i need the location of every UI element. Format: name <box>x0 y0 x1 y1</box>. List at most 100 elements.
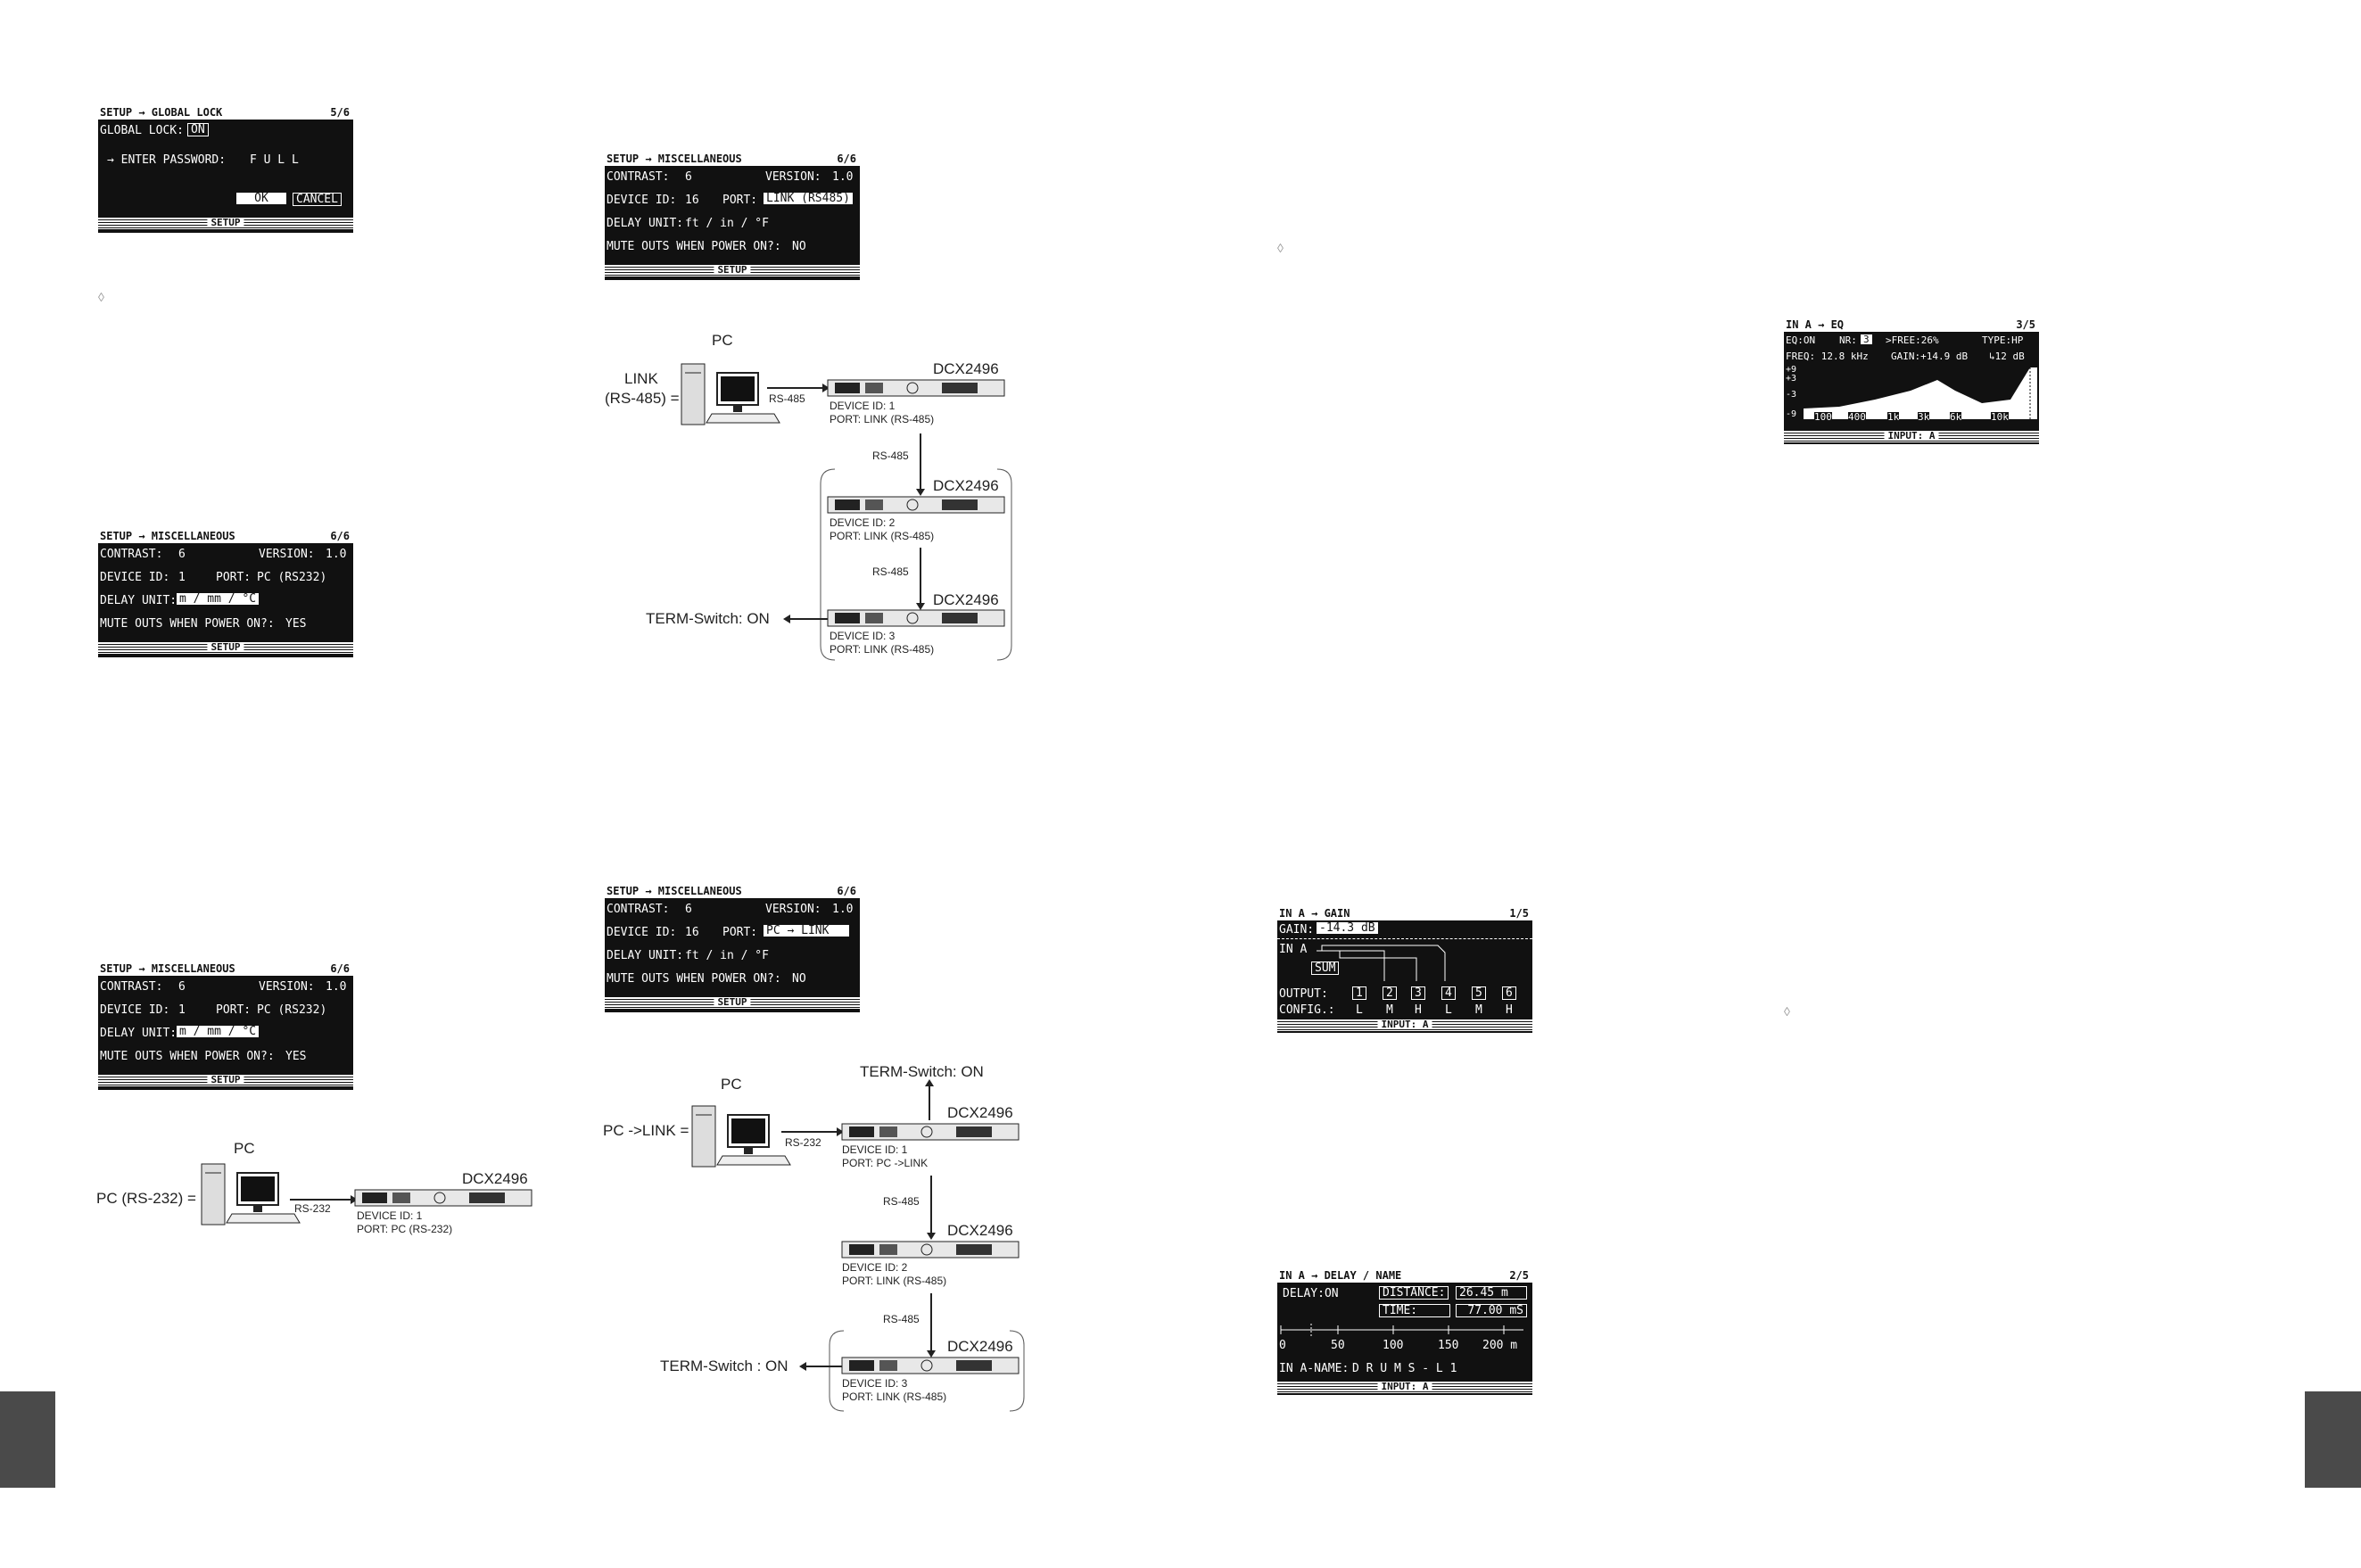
lcd-footer: INPUT: A <box>1277 1019 1532 1031</box>
nr-value[interactable]: 3 <box>1861 334 1872 344</box>
password-label: → ENTER PASSWORD: <box>107 153 227 167</box>
device-id-3: DEVICE ID: 3 <box>830 630 896 642</box>
contrast-value[interactable]: 6 <box>178 980 186 994</box>
gain-screen: IN A → GAIN 1/5 GAIN: -14.3 dB IN A SUM … <box>1277 906 1532 1033</box>
device-id-label: DEVICE ID: <box>100 1003 170 1017</box>
output-1[interactable]: 1 <box>1352 986 1366 1000</box>
eq-curve <box>1804 364 2037 419</box>
port-label: PORT: <box>722 926 758 939</box>
misc-pc-screen-2: SETUP → MISCELLANEOUS 6/6 CONTRAST: 6 VE… <box>98 961 353 1090</box>
version-label: VERSION: <box>259 980 315 994</box>
footer-label: INPUT: A <box>1377 1382 1432 1391</box>
port-value[interactable]: PC (RS232) <box>257 1003 327 1017</box>
freq-tick: 100 <box>1814 411 1832 423</box>
output-2[interactable]: 2 <box>1383 986 1397 1000</box>
device-id: DEVICE ID: 1 <box>357 1209 423 1222</box>
distance-label: DISTANCE: <box>1379 1286 1449 1300</box>
device-id-value[interactable]: 16 <box>685 194 699 207</box>
delay-unit-value[interactable]: m / mm / °C <box>177 1026 260 1037</box>
lcd-page: 5/6 <box>330 106 350 119</box>
term-arrow <box>799 1362 842 1371</box>
mute-value[interactable]: YES <box>285 1050 307 1063</box>
lcd-page: 6/6 <box>330 962 350 975</box>
config-1: L <box>1356 1003 1363 1017</box>
delay-unit-value[interactable]: m / mm / °C <box>177 593 260 605</box>
device-id-value[interactable]: 1 <box>178 1003 186 1017</box>
device-id-value[interactable]: 16 <box>685 926 699 939</box>
device-port: PORT: PC (RS-232) <box>357 1223 453 1235</box>
device-id-3: DEVICE ID: 3 <box>842 1377 908 1390</box>
mute-value[interactable]: NO <box>792 240 806 253</box>
ok-button[interactable]: OK <box>236 193 286 204</box>
name-value[interactable]: D R U M S - L 1 <box>1352 1362 1457 1375</box>
device-name-2: DCX2496 <box>933 477 999 494</box>
mute-value[interactable]: NO <box>792 972 806 986</box>
cancel-button[interactable]: CANCEL <box>293 193 342 206</box>
time-value[interactable]: 77.00 mS <box>1456 1304 1527 1317</box>
cable-label-3: RS-485 <box>883 1313 920 1325</box>
output-5[interactable]: 5 <box>1472 986 1486 1000</box>
page-tab-left <box>0 1391 55 1488</box>
freq-label[interactable]: FREQ: 12.8 kHz <box>1786 351 1869 362</box>
input-label: IN A <box>1279 943 1308 956</box>
version-label: VERSION: <box>765 903 821 916</box>
lcd-header: IN A → DELAY / NAME 2/5 <box>1277 1268 1532 1283</box>
lcd-page: 6/6 <box>837 885 856 897</box>
device-port-2: PORT: LINK (RS-485) <box>830 530 935 542</box>
lcd-page: 6/6 <box>330 530 350 542</box>
term-up-arrow <box>925 1079 934 1120</box>
lcd-header: IN A → GAIN 1/5 <box>1277 906 1532 920</box>
config-4: L <box>1445 1003 1452 1017</box>
lcd-page: 1/5 <box>1509 907 1529 920</box>
misc-pc-screen-1: SETUP → MISCELLANEOUS 6/6 CONTRAST: 6 VE… <box>98 529 353 657</box>
contrast-value[interactable]: 6 <box>685 170 692 184</box>
pc-icon <box>691 1105 791 1168</box>
contrast-value[interactable]: 6 <box>178 548 186 561</box>
mute-label: MUTE OUTS WHEN POWER ON?: <box>607 972 781 986</box>
delay-state[interactable]: DELAY:ON <box>1283 1287 1339 1300</box>
term-switch-label: TERM-Switch: ON <box>646 610 770 627</box>
output-3[interactable]: 3 <box>1411 986 1425 1000</box>
pc-label: PC <box>721 1076 742 1093</box>
delay-unit-value[interactable]: ft / in / °F <box>685 949 769 962</box>
down-arrow-2 <box>927 1293 936 1358</box>
divider <box>1277 938 1532 939</box>
device-id-value[interactable]: 1 <box>178 571 186 584</box>
gain-value[interactable]: -14.3 dB <box>1317 922 1378 934</box>
output-6[interactable]: 6 <box>1502 986 1516 1000</box>
slope-label[interactable]: ↳12 dB <box>1989 351 2025 362</box>
config-2: M <box>1386 1003 1393 1017</box>
port-value[interactable]: LINK (RS485) <box>764 193 853 204</box>
contrast-value[interactable]: 6 <box>685 903 692 916</box>
password-value[interactable]: F U L L <box>250 153 299 167</box>
mute-value[interactable]: YES <box>285 617 307 631</box>
gain-label[interactable]: GAIN:+14.9 dB <box>1891 351 1969 362</box>
eq-state[interactable]: EQ:ON <box>1786 334 1816 346</box>
device-port-3: PORT: LINK (RS-485) <box>830 643 935 656</box>
time-label: TIME: <box>1379 1304 1450 1317</box>
page-tab-right <box>2305 1391 2361 1488</box>
bracket <box>820 468 1012 661</box>
freq-tick: 400 <box>1848 411 1866 423</box>
delay-unit-label: DELAY UNIT: <box>100 1027 177 1040</box>
lcd-title: SETUP → MISCELLANEOUS <box>100 962 235 975</box>
sum-box[interactable]: SUM <box>1311 961 1340 975</box>
distance-value[interactable]: 26.45 m <box>1456 1286 1527 1300</box>
delay-unit-value[interactable]: ft / in / °F <box>685 217 769 230</box>
lock-value[interactable]: ON <box>187 123 209 136</box>
lcd-header: SETUP → MISCELLANEOUS 6/6 <box>605 152 860 166</box>
pc-icon <box>201 1163 301 1226</box>
term-bottom-label: TERM-Switch : ON <box>660 1358 788 1374</box>
port-value[interactable]: PC (RS232) <box>257 571 327 584</box>
lcd-header: SETUP → MISCELLANEOUS 6/6 <box>98 529 353 543</box>
lcd-title: IN A → EQ <box>1786 318 1845 331</box>
lcd-title: SETUP → MISCELLANEOUS <box>607 153 742 165</box>
device-id-2: DEVICE ID: 2 <box>830 516 896 529</box>
type-label[interactable]: TYPE:HP <box>1982 334 2024 346</box>
device-name: DCX2496 <box>462 1170 528 1187</box>
port-value[interactable]: PC → LINK <box>764 925 849 937</box>
db-tick: +9 <box>1786 365 1797 375</box>
free-label: >FREE:26% <box>1886 334 1939 346</box>
freq-tick: 10k <box>1991 411 2009 423</box>
output-4[interactable]: 4 <box>1441 986 1456 1000</box>
